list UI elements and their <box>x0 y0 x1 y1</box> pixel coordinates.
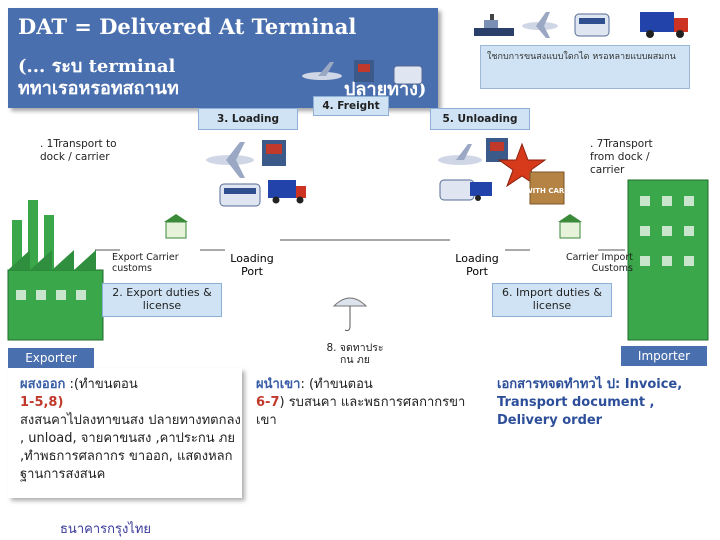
step-1-label: . 1Transport to dock / carrier <box>40 138 117 163</box>
ship-icon <box>262 140 286 166</box>
right-transport-cluster: WITH CARE <box>438 138 569 205</box>
transport-note: ใชกบการขนสงแบบใดกได หรอหลายแบบผสมกน <box>480 45 690 89</box>
step-7-label: . 7Transport from dock / carrier <box>590 138 653 176</box>
plane-icon <box>522 12 558 38</box>
star-icon <box>497 142 547 188</box>
transport-icons <box>474 12 688 38</box>
importer-factory-icon <box>627 179 709 341</box>
plane-icon <box>302 62 342 80</box>
importer-responsibility-text: ผนำเขา: (ทำขนตอน 6-7) รบสนคา และพธการศลก… <box>256 377 466 428</box>
loading-port-right-label: Loading Port <box>455 252 499 278</box>
exporter-responsibility-panel <box>8 368 242 498</box>
import-customs-label: Carrier Import Customs <box>565 252 633 274</box>
connector-lines <box>95 239 625 251</box>
step-4-label: 4. Freight <box>313 96 389 116</box>
exporter-badge: Exporter <box>8 348 94 368</box>
train-icon <box>574 13 610 37</box>
importer-badge: Importer <box>621 346 707 366</box>
center-transport-cluster <box>302 60 423 85</box>
bank-logo: ธนาคารกรุงไทย <box>60 522 152 537</box>
left-transport-cluster <box>206 140 306 207</box>
export-duties-box: 2. Export duties & license <box>102 283 222 317</box>
page-title: DAT = Delivered At Terminal <box>18 14 357 39</box>
export-customs-label: Export Carrier customs <box>112 252 179 274</box>
title-subtitle: (... ระบ terminal ททาเรอหรอทสถานท <box>18 56 179 99</box>
truck-icon <box>640 12 688 38</box>
exporter-responsibility-text: ผสงออก :(ทำขนตอน 1-5,8) สงสนคาไปลงทาขนสง… <box>20 377 241 482</box>
train-icon <box>393 65 423 85</box>
box-icon: WITH CARE <box>525 171 569 205</box>
customs-house-icon-right <box>558 214 582 239</box>
truck-icon <box>268 180 306 204</box>
customs-house-icon-left <box>164 214 188 239</box>
box-stamp: WITH CARE <box>525 187 569 195</box>
plane-icon <box>438 144 482 165</box>
truck-icon <box>470 182 492 201</box>
title-panel <box>8 8 438 108</box>
step-3-label: 3. Loading <box>198 108 298 130</box>
loading-port-left-label: Loading Port <box>230 252 274 278</box>
ship-icon <box>474 14 514 36</box>
ship-icon <box>354 60 374 82</box>
import-duties-box: 6. Import duties & license <box>492 283 612 317</box>
umbrella-icon <box>332 297 368 331</box>
train-icon <box>439 179 475 201</box>
ship-icon <box>486 138 508 162</box>
train-icon <box>219 183 261 207</box>
step-5-label: 5. Unloading <box>430 108 530 130</box>
documents-text: เอกสารทจดทำทวไ ป: Invoice, Transport doc… <box>497 377 683 428</box>
exporter-factory-icon <box>7 200 104 341</box>
plane-icon <box>206 142 254 178</box>
insurance-label: 8. จดทาประกน ภย <box>326 342 384 366</box>
